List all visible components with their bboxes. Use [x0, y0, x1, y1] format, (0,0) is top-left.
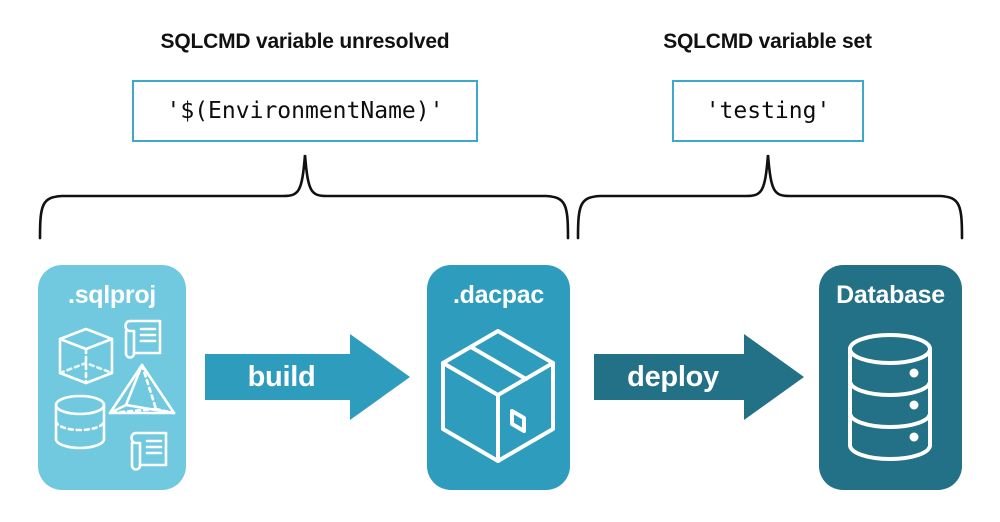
section-heading-left: SQLCMD variable unresolved	[160, 30, 450, 53]
sqlproj-artwork	[54, 319, 176, 471]
arrow-build: build	[205, 332, 410, 422]
database-artwork	[848, 333, 932, 461]
package-box-icon	[441, 329, 555, 463]
card-label-sqlproj: .sqlproj	[68, 281, 156, 309]
code-value-box-right: 'testing'	[672, 80, 864, 142]
arrow-deploy: deploy	[594, 332, 804, 422]
code-value-text-right: 'testing'	[705, 98, 831, 124]
code-value-box-left: '$(EnvironmentName)'	[132, 80, 478, 142]
scroll-icon	[130, 431, 168, 471]
section-heading-right: SQLCMD variable set	[663, 30, 872, 53]
card-sqlproj[interactable]: .sqlproj	[38, 265, 186, 490]
card-database[interactable]: Database	[819, 265, 962, 490]
card-dacpac[interactable]: .dacpac	[427, 265, 570, 490]
brace-right	[576, 154, 964, 240]
dacpac-artwork	[441, 329, 555, 463]
card-label-database: Database	[836, 281, 945, 309]
scroll-icon	[124, 319, 162, 359]
code-value-text-left: '$(EnvironmentName)'	[166, 98, 444, 124]
cylinder-icon	[54, 394, 106, 450]
card-label-dacpac: .dacpac	[452, 281, 544, 309]
database-cylinder-icon	[848, 333, 932, 461]
cube-icon	[58, 327, 114, 385]
database-status-dots	[909, 368, 919, 442]
arrow-deploy-shape	[594, 334, 804, 420]
arrow-build-shape	[205, 334, 410, 420]
pyramid-icon	[108, 363, 176, 415]
brace-left	[38, 154, 570, 240]
